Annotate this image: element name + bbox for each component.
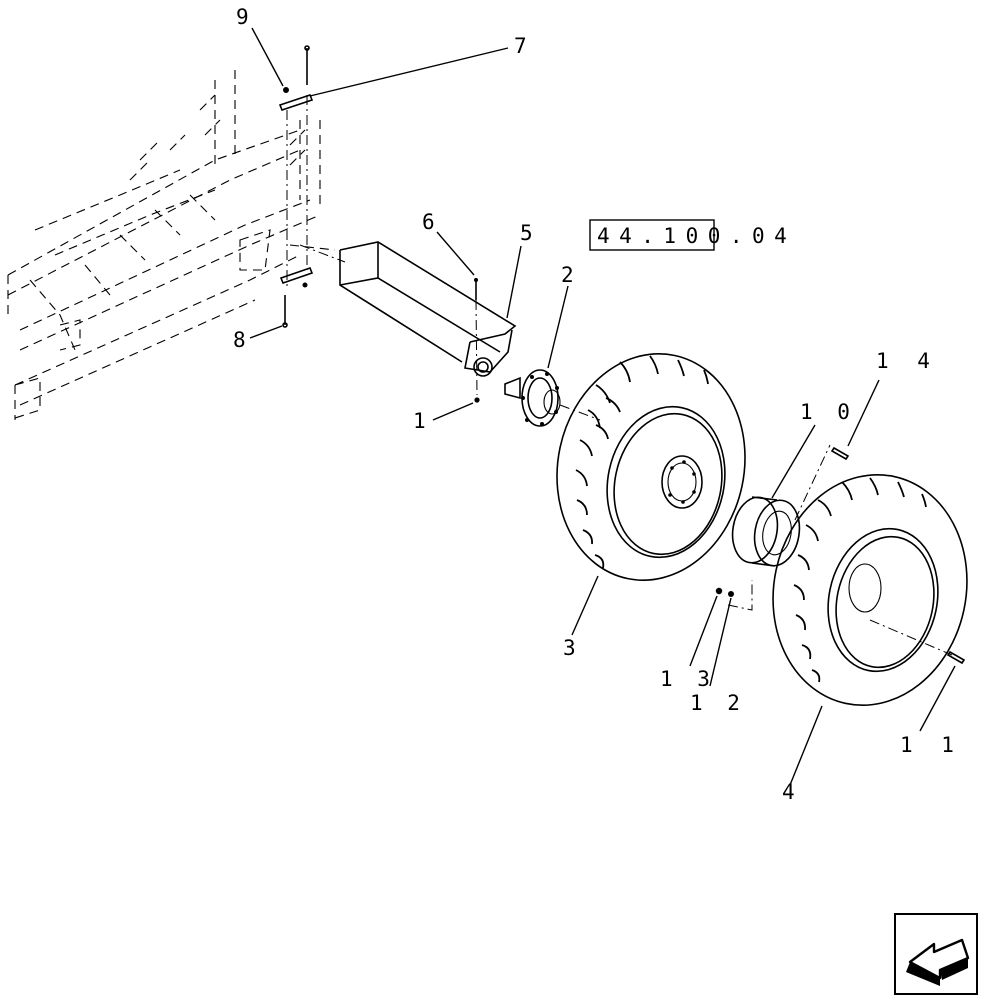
axle-tube-5 [339,241,517,377]
hub-2 [504,369,561,427]
centerline-axle [299,244,346,263]
wheel-4 [772,473,968,707]
spacer-10 [731,496,801,567]
callout-8: 8 [233,328,246,352]
callout-6: 6 [422,210,435,234]
bolt-8 [282,295,288,328]
frame-phantom [7,70,336,420]
callout-9: 9 [236,5,249,29]
callout-10: 1 0 [800,400,856,424]
callout-7: 7 [514,34,527,58]
callout-5: 5 [520,221,533,245]
nut-1 [474,397,480,403]
callout-3: 3 [563,636,576,660]
callout-13: 1 3 [660,667,716,691]
nut-9 [283,87,289,93]
reference-code-text: 44.100.04 [597,224,796,248]
bolt-11 [946,650,966,665]
callout-1: 1 [413,409,426,433]
plate-8 [279,266,314,288]
callout-11: 1 1 [900,733,962,757]
plate-7 [278,94,314,111]
bolt-7 [304,45,310,85]
callout-2: 2 [561,263,574,287]
wheel-3 [556,353,746,581]
washer-13 [715,587,723,595]
reference-code: 44.100.04 [589,219,796,251]
nut-12 [728,591,734,597]
leader-lines [249,27,956,786]
callout-14: 1 4 [876,349,938,373]
callout-4: 4 [782,780,795,804]
bolt-14 [830,446,850,461]
bolt-6 [474,278,478,300]
back-arrow-icon[interactable] [894,913,978,995]
callout-12: 1 2 [690,691,746,715]
